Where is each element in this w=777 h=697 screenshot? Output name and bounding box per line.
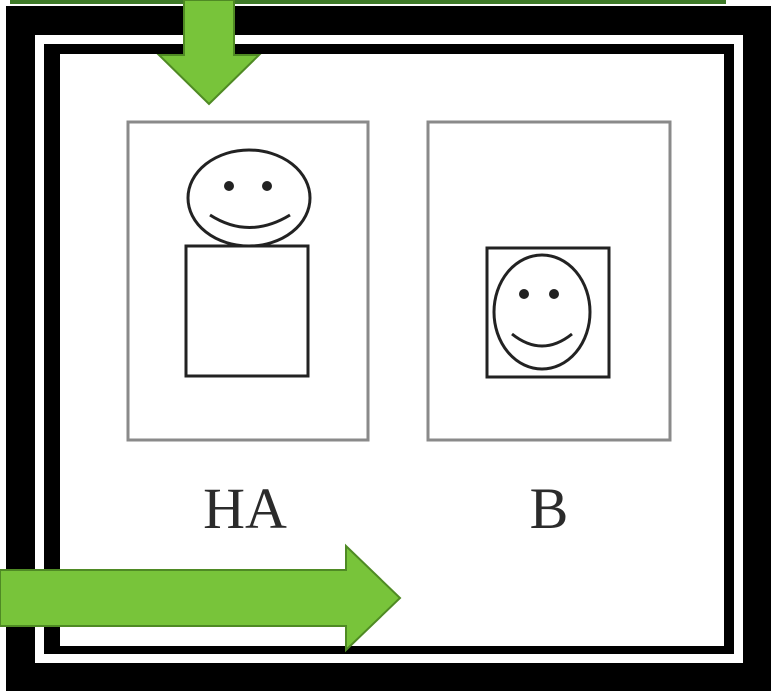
top-green-bar xyxy=(10,0,726,4)
square-body-icon xyxy=(186,246,308,376)
panel-ha-label: HA xyxy=(203,476,287,541)
smiley-face-icon xyxy=(188,150,310,246)
panel-b-label: B xyxy=(530,476,569,541)
